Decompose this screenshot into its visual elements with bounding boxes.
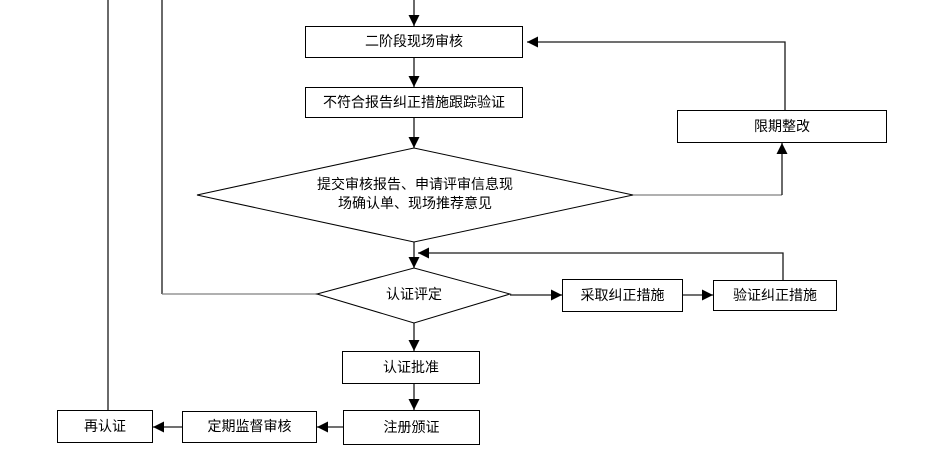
connector-verify-loopback (418, 247, 784, 280)
connector-rectify-to-stage2 (527, 36, 786, 110)
node-stage2-audit: 二阶段现场审核 (305, 26, 523, 58)
node-periodic-surveillance-audit: 定期监督审核 (182, 411, 317, 443)
decision-cert-evaluation-shape (315, 267, 512, 324)
node-cert-approval: 认证批准 (342, 351, 480, 384)
node-take-corrective-measures: 采取纠正措施 (562, 279, 683, 312)
node-nc-report-tracking: 不符合报告纠正措施跟踪验证 (305, 87, 523, 118)
node-verify-corrective-measures: 验证纠正措施 (713, 280, 837, 311)
node-recertification: 再认证 (57, 410, 153, 443)
decision-submit-report-shape (196, 147, 634, 243)
node-registration-certificate: 注册颁证 (343, 410, 480, 445)
node-deadline-rectification: 限期整改 (677, 110, 887, 143)
